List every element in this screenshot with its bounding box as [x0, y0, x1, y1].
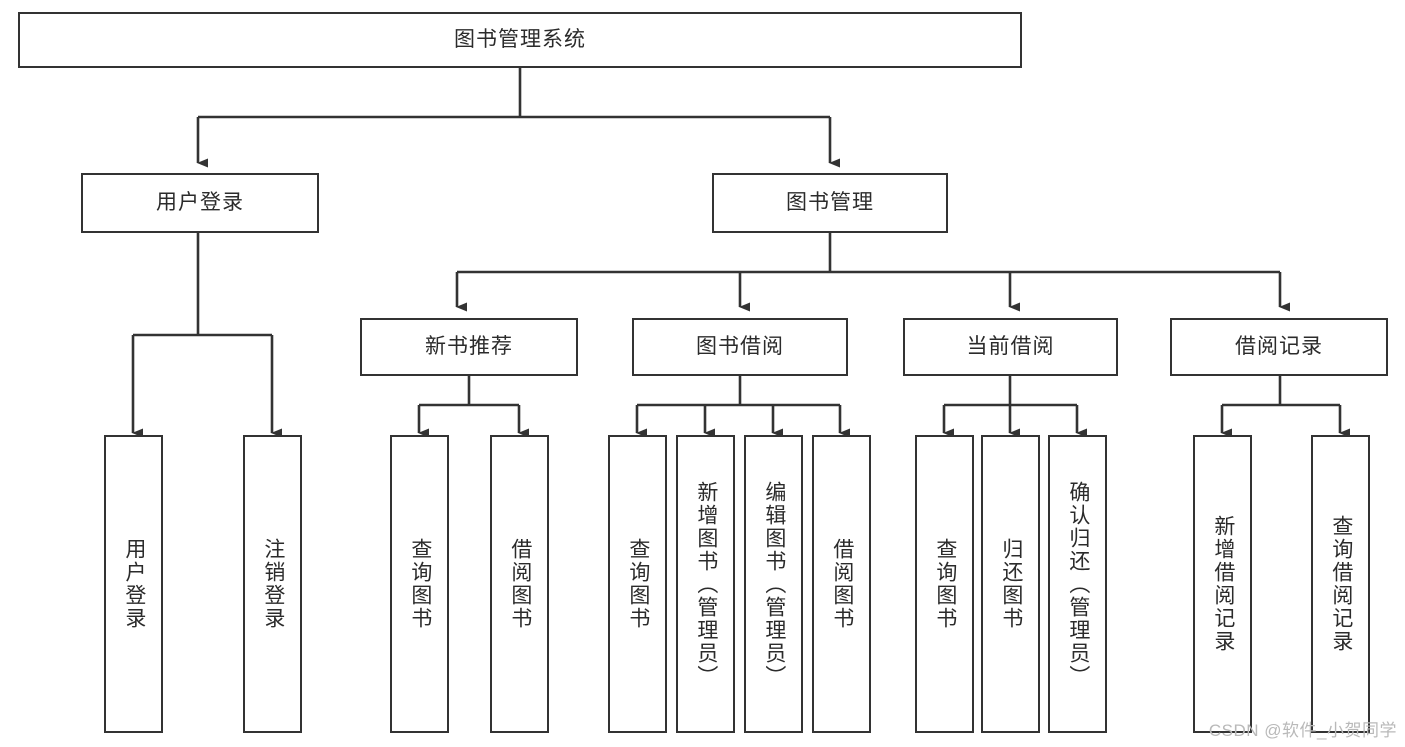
node-leaf-query-book-borrow[interactable]: 查询图书	[608, 435, 667, 733]
node-borrow-record-label: 借阅记录	[1235, 334, 1323, 358]
node-leaf-add-book-admin-label: 新增图书（管理员）	[694, 480, 718, 688]
node-book-management-label: 图书管理	[786, 190, 874, 214]
node-leaf-user-login-label: 用户登录	[122, 538, 146, 630]
node-book-borrow-label: 图书借阅	[696, 334, 784, 358]
node-current-borrow-label: 当前借阅	[966, 334, 1055, 358]
node-leaf-return-book[interactable]: 归还图书	[981, 435, 1040, 733]
node-current-borrow[interactable]: 当前借阅	[903, 318, 1118, 376]
node-leaf-edit-book-admin[interactable]: 编辑图书（管理员）	[744, 435, 803, 733]
csdn-watermark: CSDN @软件_小贺同学	[1208, 721, 1397, 740]
node-leaf-confirm-return-admin-label: 确认归还（管理员）	[1066, 480, 1090, 688]
node-leaf-query-borrow-record-label: 查询借阅记录	[1329, 515, 1353, 653]
node-leaf-logout[interactable]: 注销登录	[243, 435, 302, 733]
node-leaf-query-borrow-record[interactable]: 查询借阅记录	[1311, 435, 1370, 733]
node-user-login[interactable]: 用户登录	[81, 173, 319, 233]
node-leaf-borrow-book-newbook-label: 借阅图书	[508, 538, 532, 630]
node-leaf-query-book-current-label: 查询图书	[933, 538, 957, 630]
node-leaf-logout-label: 注销登录	[261, 538, 285, 630]
node-borrow-record[interactable]: 借阅记录	[1170, 318, 1388, 376]
node-new-book-recommend[interactable]: 新书推荐	[360, 318, 578, 376]
node-leaf-add-book-admin[interactable]: 新增图书（管理员）	[676, 435, 735, 733]
node-leaf-query-book-newbook[interactable]: 查询图书	[390, 435, 449, 733]
node-leaf-query-book-current[interactable]: 查询图书	[915, 435, 974, 733]
node-book-borrow[interactable]: 图书借阅	[632, 318, 848, 376]
node-leaf-query-book-newbook-label: 查询图书	[408, 538, 432, 630]
node-leaf-query-book-borrow-label: 查询图书	[626, 538, 650, 630]
node-root[interactable]: 图书管理系统	[18, 12, 1022, 68]
node-root-label: 图书管理系统	[454, 27, 586, 51]
node-leaf-lend-book-label: 借阅图书	[830, 538, 854, 630]
node-leaf-user-login[interactable]: 用户登录	[104, 435, 163, 733]
node-new-book-recommend-label: 新书推荐	[425, 334, 513, 358]
node-leaf-add-borrow-record[interactable]: 新增借阅记录	[1193, 435, 1252, 733]
node-leaf-edit-book-admin-label: 编辑图书（管理员）	[762, 480, 786, 688]
node-leaf-confirm-return-admin[interactable]: 确认归还（管理员）	[1048, 435, 1107, 733]
node-leaf-lend-book[interactable]: 借阅图书	[812, 435, 871, 733]
node-leaf-add-borrow-record-label: 新增借阅记录	[1211, 515, 1235, 653]
node-user-login-label: 用户登录	[156, 190, 244, 214]
node-leaf-return-book-label: 归还图书	[999, 538, 1023, 630]
node-book-management[interactable]: 图书管理	[712, 173, 948, 233]
node-leaf-borrow-book-newbook[interactable]: 借阅图书	[490, 435, 549, 733]
